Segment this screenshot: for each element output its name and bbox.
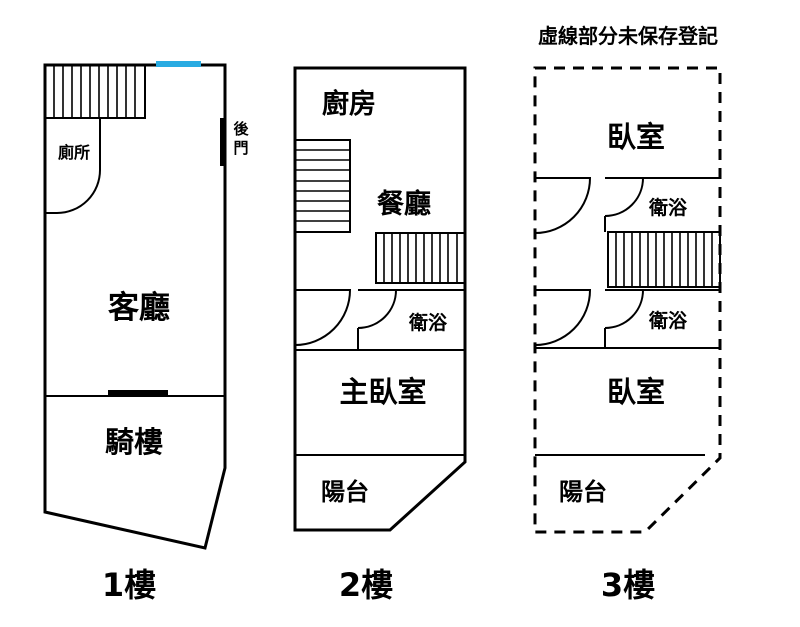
floor-3-outline-dashed: [533, 66, 722, 534]
staircase-hatch: [53, 66, 136, 117]
back-door-marker: [220, 118, 226, 166]
room-label-bathroom-bottom: 衛浴: [648, 309, 688, 332]
room-label-kitchen: 廚房: [322, 88, 376, 120]
room-label-arcade: 騎樓: [105, 425, 163, 459]
room-label-living-room: 客廳: [108, 290, 170, 326]
bathroom-wall-and-door-arc: [604, 177, 720, 232]
room-label-dining-room: 餐廳: [377, 188, 431, 220]
floor-2-staircase-left: [294, 139, 351, 233]
floor-2-caption: 2樓: [339, 566, 393, 604]
bathroom-wall-and-door-arc: [604, 289, 720, 348]
floor-1-staircase: [44, 64, 146, 119]
door-arc: [534, 177, 592, 234]
room-label-bathroom: 衛浴: [408, 311, 448, 334]
back-door-label-line2: 門: [233, 139, 248, 157]
room-label-balcony: 陽台: [559, 478, 607, 506]
room-label-master-bedroom: 主臥室: [339, 375, 426, 409]
staircase-hatch: [615, 233, 713, 286]
room-label-bathroom-top: 衛浴: [648, 196, 688, 219]
floor-2-staircase-center: [375, 232, 466, 284]
door-arc: [294, 289, 352, 346]
room-label-balcony: 陽台: [321, 478, 369, 506]
toilet-wall-and-door-arc: [45, 118, 101, 214]
room-label-toilet: 廁所: [58, 143, 90, 162]
floor-3-plan: 臥室 衛浴 衛浴 臥室 陽台 3樓: [533, 66, 722, 604]
legend-note: 虛線部分未保存登記: [538, 24, 718, 48]
floor-2-outline: [293, 66, 467, 532]
floor-2-plan: 廚房 餐廳 衛浴 主臥室 陽台 2樓: [293, 66, 467, 604]
floor-3-caption: 3樓: [601, 566, 655, 604]
floor-1-plan: 廁所 後 門 客廳 騎樓 1樓: [43, 61, 249, 604]
floor-3-staircase-center: [607, 231, 721, 288]
door-arc: [534, 289, 592, 346]
room-label-bedroom-bottom: 臥室: [607, 375, 665, 409]
bathroom-wall-and-door-arc: [357, 289, 465, 350]
room-label-bedroom-top: 臥室: [607, 120, 665, 154]
staircase-hatch: [296, 149, 349, 222]
floor-1-caption: 1樓: [102, 566, 156, 604]
staircase-hatch: [383, 234, 458, 282]
back-door-label-line1: 後: [232, 120, 249, 138]
